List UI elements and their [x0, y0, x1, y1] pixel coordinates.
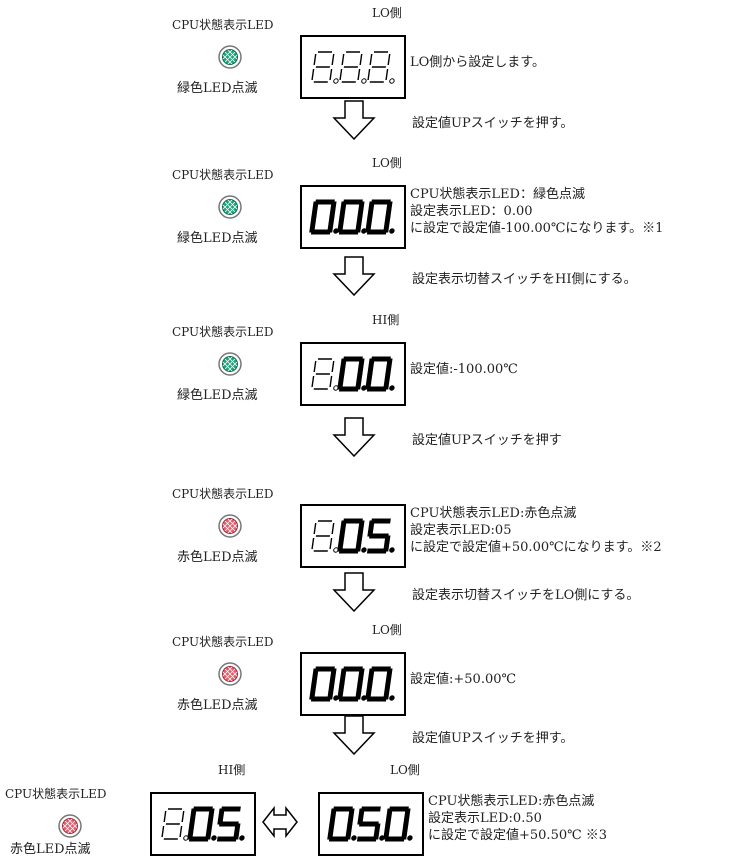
led-caption: 緑色LED点滅: [177, 81, 258, 96]
led-title: CPU状態表示LED: [172, 635, 274, 649]
segment-digit: [311, 520, 339, 553]
double-arrow-icon: [262, 805, 298, 839]
led-caption: 赤色LED点滅: [177, 550, 258, 565]
side-label: LO側: [372, 156, 402, 170]
segment-digit: [337, 518, 367, 554]
segment-digit: [309, 199, 339, 235]
segment-digit: [311, 51, 339, 84]
step-description: 設定表示LED:05: [410, 523, 512, 538]
step-description: 設定値:-100.00℃: [410, 362, 518, 377]
segment-digit: [327, 806, 357, 842]
step-description: 設定表示LED：0.00: [410, 204, 533, 219]
led-title: CPU状態表示LED: [172, 18, 274, 32]
led-caption: 赤色LED点滅: [177, 698, 258, 713]
led-title: CPU状態表示LED: [172, 325, 274, 339]
led-caption: 緑色LED点滅: [177, 231, 258, 246]
segment-digit: [365, 666, 395, 702]
led-caption: 緑色LED点滅: [177, 388, 258, 403]
segment-digit: [216, 806, 245, 842]
step-description: に設定で設定値+50.00℃になります。※2: [410, 540, 662, 555]
cpu-status-led: [218, 662, 242, 686]
segment-digit: [365, 356, 395, 392]
segment-digit: [365, 199, 395, 235]
led-caption: 赤色LED点滅: [10, 842, 91, 857]
led-title: CPU状態表示LED: [5, 787, 107, 801]
segment-digit: [309, 666, 339, 702]
instruction-text: 設定値UPスイッチを押す: [412, 433, 562, 448]
down-arrow-icon: [332, 417, 376, 457]
segment-digit: [187, 806, 217, 842]
segment-display: [300, 35, 406, 99]
instruction-text: 設定値UPスイッチを押す。: [412, 116, 574, 131]
cpu-status-led: [218, 195, 242, 219]
segment-digit: [337, 356, 367, 392]
segment-digit: [356, 806, 385, 842]
step-description: CPU状態表示LED：緑色点滅: [410, 187, 585, 202]
step-description: CPU状態表示LED:赤色点滅: [410, 506, 577, 521]
instruction-text: 設定値UPスイッチを押す。: [412, 731, 574, 746]
hi-segment-display: [150, 792, 256, 856]
segment-display: [300, 652, 406, 716]
segment-digit: [337, 666, 367, 702]
segment-display: [318, 792, 424, 856]
step-description: に設定で設定値-100.00℃になります。※1: [410, 221, 664, 236]
cpu-status-led: [218, 352, 242, 376]
down-arrow-icon: [332, 100, 376, 140]
side-label: LO側: [372, 623, 402, 637]
segment-digit: [339, 51, 367, 84]
segment-display: [300, 504, 406, 568]
led-title: CPU状態表示LED: [172, 487, 274, 501]
side-label: LO側: [390, 763, 420, 777]
segment-digit: [337, 199, 367, 235]
step-description: に設定で設定値+50.50℃ ※3: [428, 828, 608, 843]
segment-digit: [366, 518, 395, 554]
side-label: HI側: [372, 313, 400, 327]
cpu-status-led: [58, 814, 82, 838]
instruction-text: 設定表示切替スイッチをHI側にする。: [412, 272, 637, 287]
segment-display: [300, 185, 406, 249]
cpu-status-led: [218, 45, 242, 69]
down-arrow-icon: [332, 715, 376, 755]
step-description: 設定表示LED:0.50: [428, 811, 542, 826]
cpu-status-led: [218, 514, 242, 538]
hi-side-label: HI側: [218, 763, 246, 777]
segment-digit: [161, 808, 189, 841]
down-arrow-icon: [332, 572, 376, 612]
step-description: 設定値:+50.00℃: [410, 672, 517, 687]
segment-digit: [311, 358, 339, 391]
step-description: CPU状態表示LED:赤色点滅: [428, 794, 595, 809]
segment-display: [300, 342, 406, 406]
segment-digit: [367, 51, 395, 84]
side-label: LO側: [372, 6, 402, 20]
step-description: LO側から設定します。: [410, 55, 545, 70]
led-title: CPU状態表示LED: [172, 168, 274, 182]
down-arrow-icon: [332, 256, 376, 296]
instruction-text: 設定表示切替スイッチをLO側にする。: [412, 588, 640, 603]
segment-digit: [383, 806, 413, 842]
